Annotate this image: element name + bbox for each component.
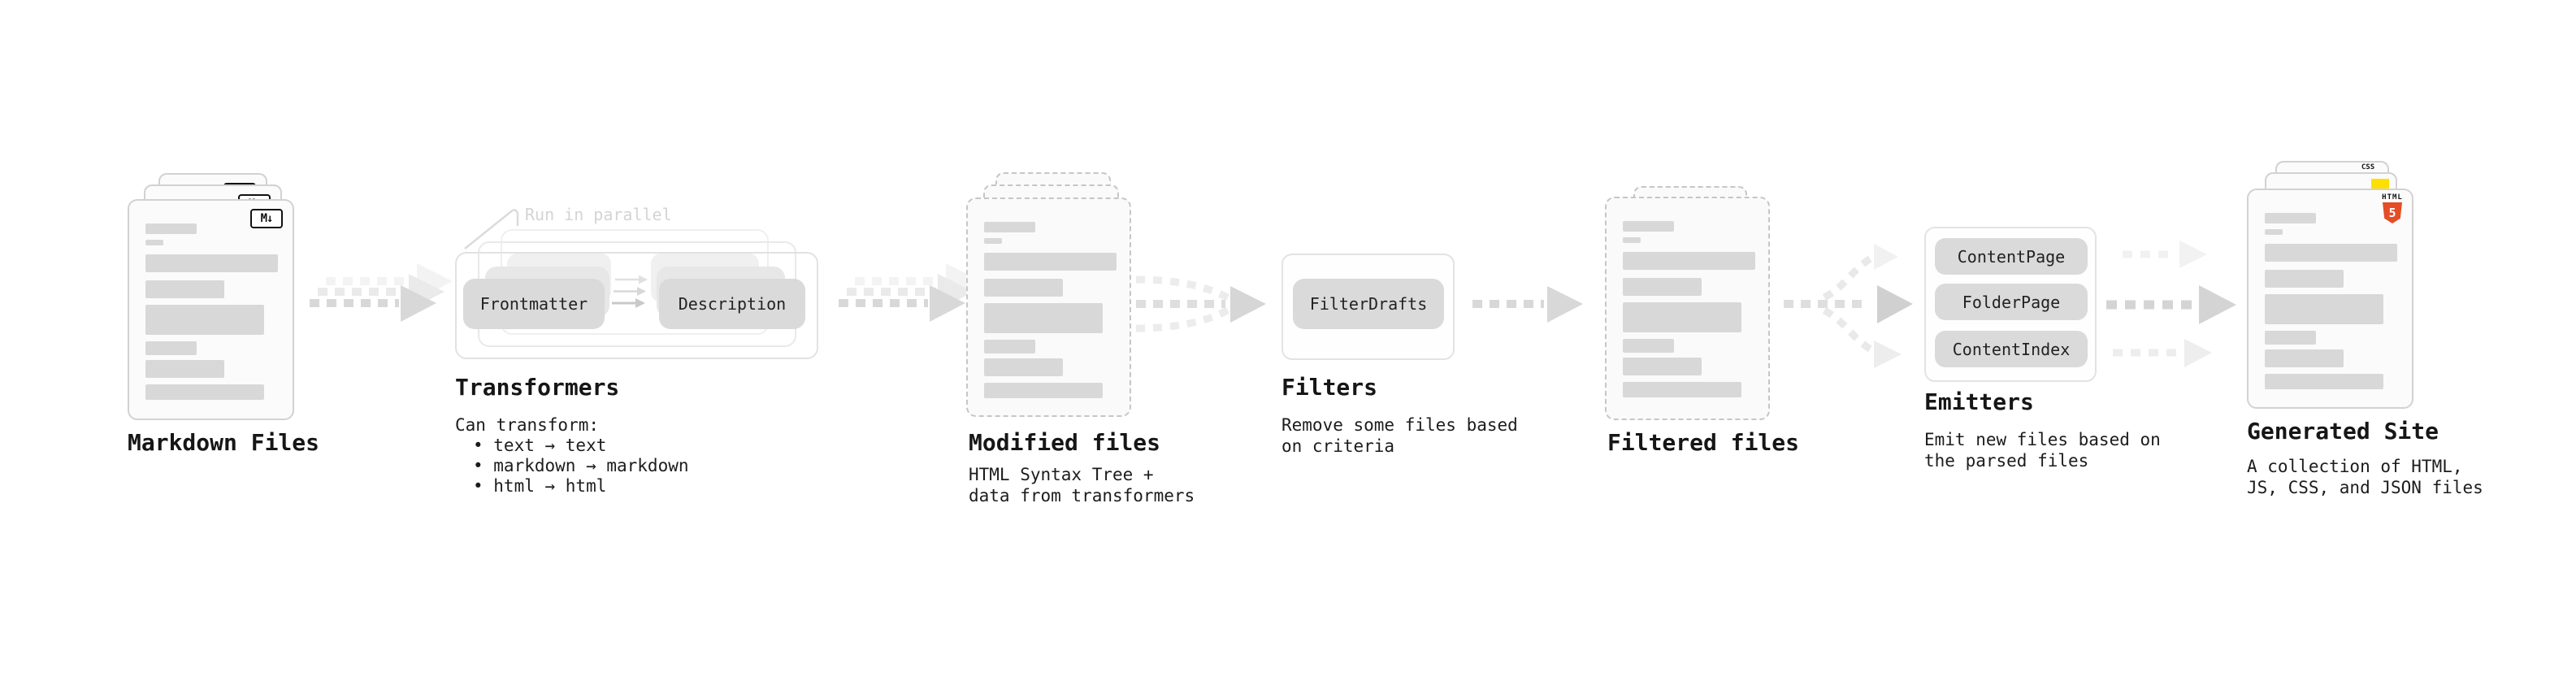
skeleton-bar (2265, 331, 2316, 345)
skeleton-bar (2265, 349, 2344, 367)
contentpage-pill: ContentPage (1935, 238, 2088, 275)
skeleton-bar (1623, 382, 1741, 397)
skeleton-bar (145, 360, 224, 378)
transformers-description: Can transform: • text → text • markdown … (455, 415, 689, 497)
subtitle-line: on criteria (1281, 436, 1395, 456)
skeleton-bar (1623, 358, 1702, 375)
skeleton-bar (1623, 302, 1741, 332)
run-in-parallel-annotation: Run in parallel (525, 205, 672, 224)
skeleton-bar (984, 253, 1117, 271)
subtitle-line: data from transformers (969, 486, 1195, 505)
subtitle-line: the parsed files (1924, 451, 2089, 471)
skeleton-bar (984, 303, 1103, 333)
skeleton-bar (1623, 339, 1674, 353)
emitters-title: Emitters (1924, 388, 2034, 415)
skeleton-bar (145, 384, 264, 400)
arrow-filters-to-filtered (1472, 286, 1583, 323)
skeleton-bar (145, 305, 264, 335)
skeleton-text-block (2265, 213, 2397, 389)
skeleton-bar (984, 358, 1063, 376)
skeleton-bar (984, 222, 1035, 232)
subtitle-line: Emit new files based on (1924, 430, 2161, 449)
folderpage-pill: FolderPage (1935, 284, 2088, 320)
filtered-files-title: Filtered files (1607, 429, 1800, 456)
skeleton-text-block (984, 222, 1117, 398)
skeleton-text-block (145, 223, 278, 400)
skeleton-bar (145, 254, 278, 272)
skeleton-bar (2265, 270, 2344, 288)
modified-files-subtitle: HTML Syntax Tree + data from transformer… (969, 464, 1195, 506)
skeleton-bar (145, 341, 197, 355)
bullet-item: • markdown → markdown (473, 456, 689, 475)
transformer-step-arrows (612, 275, 648, 308)
modified-files-title: Modified files (969, 429, 1161, 456)
arrow-filtered-to-emitters (1784, 244, 1913, 368)
markdown-icon: M↓ (250, 209, 283, 228)
js-icon (2371, 179, 2389, 189)
skeleton-bar (1623, 252, 1755, 270)
contentindex-pill: ContentIndex (1935, 331, 2088, 367)
html5-icon: HTML 5 (2382, 193, 2403, 223)
subtitle-line: HTML Syntax Tree + (969, 465, 1154, 484)
file-card (966, 197, 1131, 417)
generated-site-subtitle: A collection of HTML, JS, CSS, and JSON … (2247, 456, 2483, 498)
file-card: M↓ (128, 199, 294, 420)
skeleton-text-block (1623, 221, 1755, 397)
markdown-files-title: Markdown Files (128, 429, 320, 456)
emitters-box: ContentPage FolderPage ContentIndex (1924, 227, 2097, 382)
skeleton-bar (145, 223, 197, 234)
file-card (1605, 197, 1770, 420)
skeleton-bar (1623, 237, 1641, 243)
skeleton-bar (984, 340, 1035, 354)
filters-subtitle: Remove some files based on criteria (1281, 414, 1518, 457)
skeleton-bar (2265, 213, 2316, 223)
skeleton-bar (1623, 278, 1702, 296)
filters-title: Filters (1281, 374, 1378, 401)
arrow-markdown-to-transformers (310, 263, 453, 322)
filters-box: FilterDrafts (1281, 254, 1455, 360)
transformers-title: Transformers (455, 374, 620, 401)
skeleton-bar (984, 383, 1103, 398)
file-card: HTML 5 (2247, 189, 2413, 409)
frontmatter-pill: Frontmatter (463, 279, 605, 329)
skeleton-bar (145, 280, 224, 298)
emitters-subtitle: Emit new files based on the parsed files (1924, 429, 2161, 471)
description-pill: Description (659, 279, 805, 329)
skeleton-bar (984, 279, 1063, 297)
subtitle-line: A collection of HTML, (2247, 457, 2463, 476)
subtitle-line: JS, CSS, and JSON files (2247, 478, 2483, 497)
skeleton-bar (2265, 244, 2397, 262)
arrow-modified-to-filters (1135, 275, 1266, 332)
can-transform-heading: Can transform: (455, 415, 600, 435)
annotation-callout-line (464, 209, 519, 249)
subtitle-line: Remove some files based (1281, 415, 1518, 435)
skeleton-bar (145, 240, 163, 245)
filterdrafts-pill: FilterDrafts (1293, 279, 1444, 329)
bullet-item: • text → text (473, 436, 607, 455)
skeleton-bar (2265, 374, 2383, 389)
skeleton-bar (2265, 229, 2283, 235)
generated-site-title: Generated Site (2247, 418, 2439, 445)
bullet-item: • html → html (473, 476, 607, 496)
skeleton-bar (2265, 294, 2383, 324)
skeleton-bar (1623, 221, 1674, 232)
transformer-layer-front: Frontmatter Description (455, 252, 818, 359)
skeleton-bar (984, 238, 1002, 244)
arrow-transformers-to-modified (839, 263, 982, 322)
arrow-emitters-to-generated (2106, 241, 2236, 367)
